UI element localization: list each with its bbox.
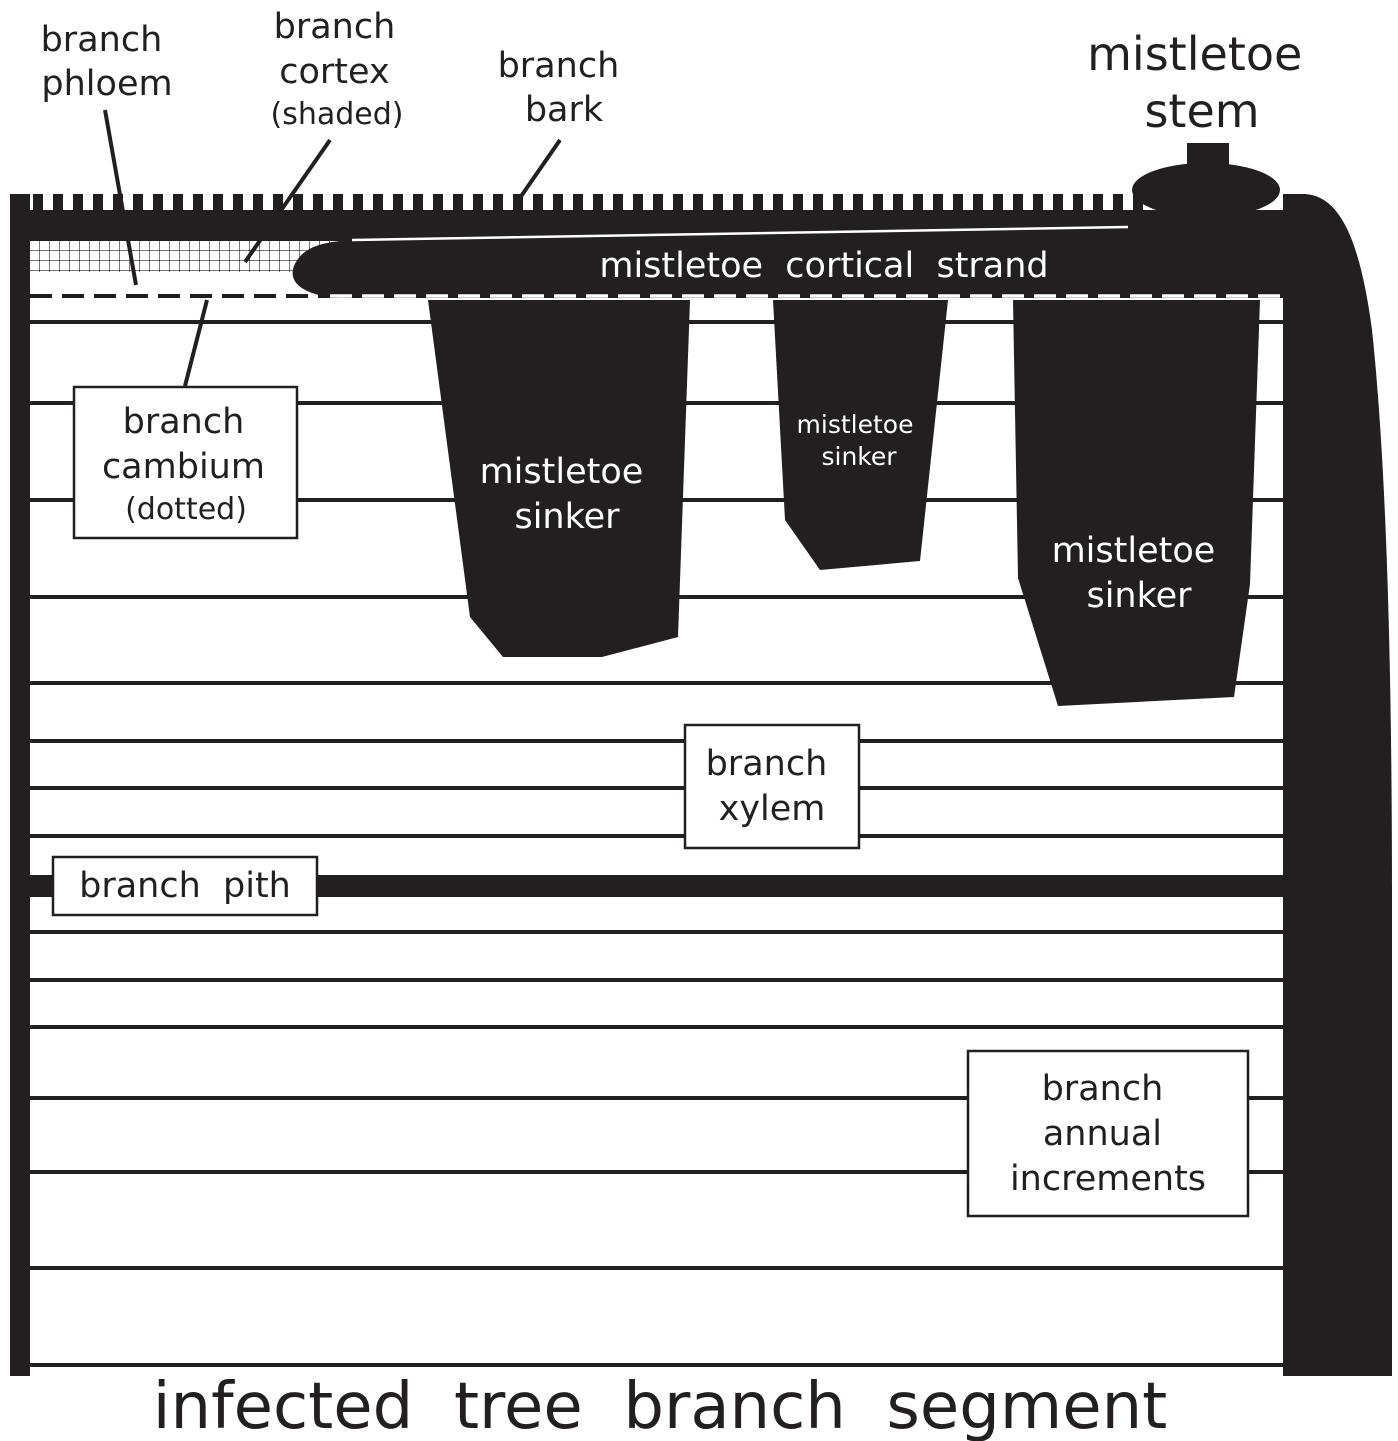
bark-tooth [333, 194, 343, 212]
bark-tooth [73, 194, 83, 212]
branch-xylem-box [683, 723, 861, 850]
bark-tooth [1113, 194, 1123, 212]
bark-tooth [693, 194, 703, 212]
bark-tooth [133, 194, 143, 212]
bark-tooth [673, 194, 683, 212]
bark-tooth [453, 194, 463, 212]
bark-tooth [933, 194, 943, 212]
sinker-middle-label: mistletoe sinker [797, 410, 922, 471]
leader-lines [103, 109, 562, 387]
bark-tooth [253, 194, 263, 212]
strand-highlight-line [351, 225, 1129, 242]
bark-tooth [913, 194, 923, 212]
branch-pith-label: branch pith [79, 866, 291, 906]
branch-right-edge [1283, 194, 1392, 1376]
bark-tooth [1093, 194, 1103, 212]
bark-tooth [373, 194, 383, 212]
bark-tooth [793, 194, 803, 212]
bark-tooth [493, 194, 503, 212]
bark-tooth [753, 194, 763, 212]
bark-tooth [833, 194, 843, 212]
mistletoe-stem-label: mistletoe stem [1087, 27, 1317, 138]
bark-tooth [293, 194, 303, 212]
bark-tooth [633, 194, 643, 212]
branch-cortex-label: branch cortex (shaded) [271, 7, 404, 132]
bark-tooth [193, 194, 203, 212]
bark-tooth [573, 194, 583, 212]
bark-tooth [973, 194, 983, 212]
mistletoe-cortical-strand [292, 228, 1290, 298]
branch-bark-label: branch bark [498, 46, 631, 130]
branch-xylem-label: branch xylem [706, 744, 839, 829]
bark-tooth [1013, 194, 1023, 212]
bark-tooth [433, 194, 443, 212]
mistletoe-sinker-right [1013, 300, 1260, 706]
sinker-left-label: mistletoe sinker [480, 452, 655, 537]
bark-tooth [1053, 194, 1063, 212]
bark-tooth [593, 194, 603, 212]
bark-tooth [1133, 194, 1143, 212]
bark-tooth [13, 194, 23, 212]
mistletoe-sinker-middle [773, 300, 948, 570]
bark-tooth [93, 194, 103, 212]
bark-tooth [233, 194, 243, 212]
bark-tooth [213, 194, 223, 212]
bark-tooth [413, 194, 423, 212]
bark-tooth [393, 194, 403, 212]
bark-tooth [153, 194, 163, 212]
bark-tooth [313, 194, 323, 212]
branch-left-edge [10, 194, 30, 1376]
branch-cambium-box [72, 385, 299, 540]
branch-cambium-label: branch cambium (dotted) [102, 402, 270, 527]
annual-increments-box [966, 1049, 1250, 1218]
bark-tooth [473, 194, 483, 212]
bark-tooth [553, 194, 563, 212]
branch-pith-box [51, 855, 319, 917]
bark-tooth [53, 194, 63, 212]
cortical-strand-label: mistletoe cortical strand [599, 246, 1048, 286]
bark-tooth [733, 194, 743, 212]
mistletoe-stem-shape [1132, 143, 1280, 217]
bark-tooth [113, 194, 123, 212]
bark-tooth [813, 194, 823, 212]
bark-tooth [953, 194, 963, 212]
branch-pith-band [10, 875, 1293, 897]
bark-tooth [653, 194, 663, 212]
bark-tooth [773, 194, 783, 212]
bark-tooth [1073, 194, 1083, 212]
bark-tooth [713, 194, 723, 212]
bark-tooth [353, 194, 363, 212]
diagram-caption: infected tree branch segment [153, 1370, 1168, 1441]
bark-tooth [993, 194, 1003, 212]
annual-increments-label: branch annual increments [1010, 1069, 1206, 1199]
branch-phloem-label: branch phloem [41, 20, 174, 104]
sinker-right-label: mistletoe sinker [1052, 531, 1227, 616]
bark-tooth [853, 194, 863, 212]
bark-tooth [33, 194, 43, 212]
bark-tooth [873, 194, 883, 212]
bark-tooth [533, 194, 543, 212]
mistletoe-sinker-left [428, 300, 690, 657]
bark-tooth [613, 194, 623, 212]
bark-tooth [893, 194, 903, 212]
bark-tooth [273, 194, 283, 212]
bark-tooth [173, 194, 183, 212]
bark-tooth [1033, 194, 1043, 212]
